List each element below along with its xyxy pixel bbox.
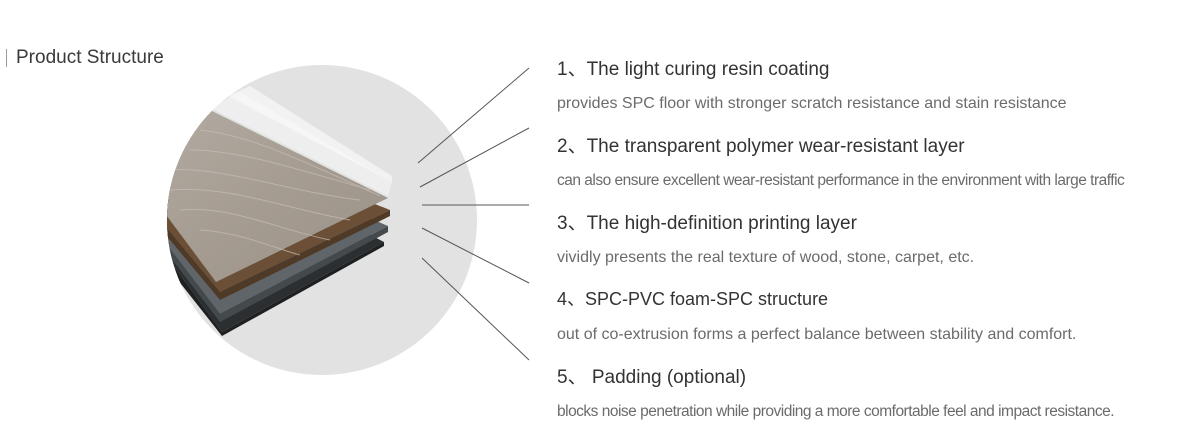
leader-line-2 xyxy=(419,127,530,188)
layer-resin-coating xyxy=(210,92,392,196)
layer-4-description: out of co-extrusion forms a perfect bala… xyxy=(557,326,1077,343)
leader-line-5 xyxy=(421,257,530,361)
layer-2-description: can also ensure excellent wear-resistant… xyxy=(557,172,1125,189)
layer-wood-surface xyxy=(167,110,388,282)
layer-2-heading: 2、The transparent polymer wear-resistant… xyxy=(557,136,965,157)
section-title-text: Product Structure xyxy=(16,47,164,68)
layer-5-heading: 5、 Padding (optional) xyxy=(557,367,747,388)
section-title: Product Structure xyxy=(6,47,164,69)
layer-4-heading: 4、SPC-PVC foam-SPC structure xyxy=(557,289,829,309)
title-divider xyxy=(6,49,7,67)
floor-layers xyxy=(167,86,392,336)
layer-1-description: provides SPC floor with stronger scratch… xyxy=(557,95,1067,112)
layer-3-description: vividly presents the real texture of woo… xyxy=(557,249,975,266)
layer-5-description: blocks noise penetration while providing… xyxy=(557,403,1115,420)
leader-lines xyxy=(417,67,530,361)
leader-line-4 xyxy=(421,227,530,284)
layer-3-heading: 3、The high-definition printing layer xyxy=(557,213,857,234)
leader-line-1 xyxy=(417,67,530,164)
layer-1-heading: 1、The light curing resin coating xyxy=(557,59,830,80)
